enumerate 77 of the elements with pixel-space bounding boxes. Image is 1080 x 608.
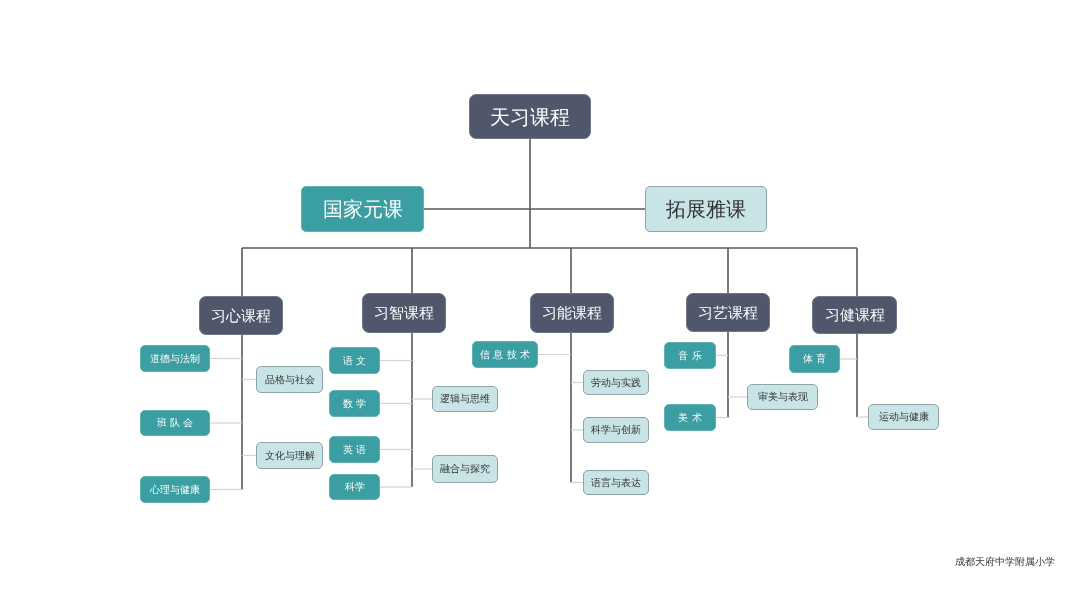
category-box	[199, 296, 283, 335]
connector-trunk	[411, 332, 413, 488]
connector-line	[241, 247, 243, 297]
branch-line	[209, 357, 243, 360]
course-box	[664, 342, 716, 369]
course-label: 英 语	[342, 443, 367, 456]
course-label: 文化与理解	[264, 449, 315, 462]
course-label: 美 术	[678, 411, 702, 424]
course-box	[432, 455, 498, 483]
connector-bus	[241, 247, 858, 249]
connector-trunk	[241, 334, 243, 491]
course-label: 体 育	[802, 353, 827, 365]
course-box	[472, 341, 538, 368]
category-box	[362, 293, 446, 333]
connector-trunk	[727, 331, 729, 419]
course-label: 运动与健康	[878, 411, 929, 423]
course-label: 品格与社会	[264, 373, 315, 386]
course-box	[432, 386, 498, 412]
connector-trunk	[570, 332, 572, 484]
connector-trunk	[529, 138, 531, 249]
course-label: 融合与探究	[440, 463, 490, 475]
course-box	[789, 345, 840, 373]
course-label: 语言与表达	[591, 476, 641, 489]
course-box	[140, 476, 210, 503]
course-label: 科学与创新	[591, 424, 641, 436]
course-label: 习智课程	[374, 304, 434, 322]
branch-line	[379, 448, 413, 451]
course-label: 拓展雅课	[666, 197, 746, 221]
course-label: 天习课程	[490, 104, 570, 129]
category-box	[530, 293, 614, 333]
course-box	[329, 390, 380, 417]
course-box	[256, 442, 323, 469]
connector-line	[570, 247, 572, 294]
branch-line	[537, 353, 572, 356]
category-box	[812, 296, 897, 334]
course-box	[256, 366, 323, 393]
course-label: 审美与表现	[757, 391, 808, 403]
course-box	[664, 404, 716, 431]
connector-trunk	[856, 333, 858, 418]
course-box	[329, 436, 380, 463]
course-box	[583, 370, 649, 395]
course-box	[747, 384, 818, 410]
connector-line	[727, 247, 729, 294]
course-box	[583, 417, 649, 443]
course-label: 习心课程	[211, 306, 271, 325]
course-label: 语 文	[342, 354, 367, 367]
branch-line	[379, 359, 413, 362]
course-box	[140, 410, 210, 436]
course-box	[140, 345, 210, 372]
course-label: 科学	[344, 481, 365, 493]
connector-line	[411, 247, 413, 294]
course-label: 心理与健康	[150, 483, 200, 496]
school-name-text: 成都天府中学附属小学	[954, 556, 1056, 568]
course-label: 习艺课程	[698, 303, 758, 322]
course-label: 音 乐	[678, 349, 702, 362]
connector-line	[529, 208, 646, 210]
course-box	[645, 186, 767, 232]
course-label: 班 队 会	[156, 417, 194, 429]
category-box	[469, 94, 591, 139]
course-box	[868, 404, 939, 430]
course-label: 国家元课	[322, 197, 403, 221]
course-label: 道德与法制	[150, 352, 200, 365]
course-box	[583, 470, 649, 495]
course-box	[301, 186, 424, 232]
course-label: 逻辑与思维	[440, 393, 490, 405]
course-label: 习健课程	[824, 306, 885, 324]
course-label: 数 学	[342, 397, 367, 410]
category-box	[686, 293, 770, 332]
connector-line	[856, 247, 858, 297]
course-label: 劳动与实践	[591, 376, 641, 389]
branch-line	[209, 488, 243, 491]
course-box	[329, 474, 380, 500]
course-label: 信 息 技 术	[480, 348, 530, 361]
course-label: 习能课程	[542, 304, 602, 322]
connector-line	[423, 208, 531, 210]
course-box	[329, 347, 380, 374]
branch-line	[379, 402, 413, 405]
